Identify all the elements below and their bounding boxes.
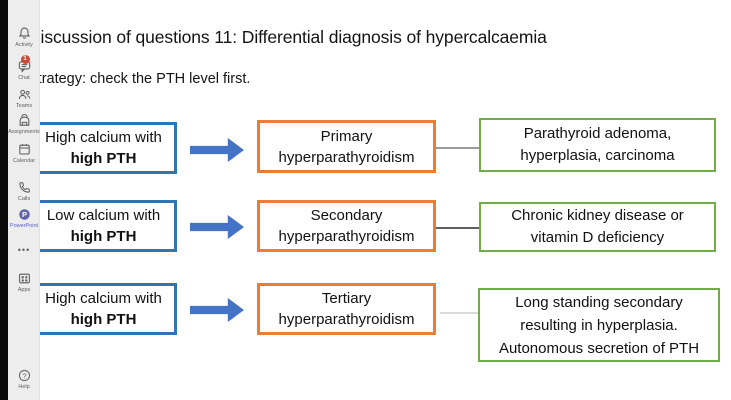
sidebar-item-teams[interactable]: Teams	[8, 87, 40, 109]
diagnosis-box: Secondary hyperparathyroidism	[257, 200, 436, 252]
slide-title: Discussion of questions 11: Differential…	[28, 27, 547, 47]
condition-line-1: Low calcium with	[46, 207, 161, 224]
sidebar-item-label: Teams	[15, 103, 33, 109]
condition-line-2: high PTH	[70, 311, 137, 328]
teams-icon	[18, 89, 30, 99]
svg-text:?: ?	[22, 371, 26, 380]
diagnosis-line-1: Tertiary	[321, 290, 372, 307]
cause-line-1: Long standing secondary	[515, 293, 683, 311]
sidebar-item-activity[interactable]: Activity	[8, 26, 40, 48]
diagnosis-box: Primary hyperparathyroidism	[257, 120, 436, 173]
teams-app-rail: Activity 1 Chat Teams	[8, 0, 40, 400]
bell-icon	[18, 27, 30, 39]
diagnosis-line-2: hyperparathyroidism	[278, 228, 415, 245]
sidebar-item-label: Assignments	[8, 129, 40, 135]
cause-line-1: Chronic kidney disease or	[511, 207, 684, 224]
unread-badge: 1	[20, 55, 30, 64]
condition-line-2: high PTH	[70, 150, 137, 167]
sidebar-item-help[interactable]: ? Help	[8, 368, 40, 390]
diagnosis-line-1: Secondary	[310, 207, 383, 224]
diagnosis-line-1: Primary	[320, 127, 373, 145]
apps-icon	[18, 273, 30, 284]
window-edge-bar	[0, 0, 8, 400]
sidebar-item-label: Chat	[18, 75, 30, 81]
diagnosis-line-2: hyperparathyroidism	[278, 311, 415, 328]
connector-line	[436, 227, 479, 229]
right-arrow-icon	[190, 138, 244, 162]
svg-text:P: P	[21, 210, 26, 219]
powerpoint-icon: P	[18, 209, 30, 220]
cause-line-2: resulting in hyperplasia.	[520, 316, 678, 334]
cause-line-3: Autonomous secretion of PTH	[498, 339, 700, 357]
sidebar-item-label: Apps	[17, 287, 31, 293]
connector-line	[440, 312, 478, 314]
sidebar-item-chat[interactable]: 1 Chat	[8, 55, 40, 81]
sidebar-item-label: Calls	[17, 196, 31, 202]
sidebar-item-assignments[interactable]: Assignments	[8, 113, 40, 135]
cause-box: Long standing secondary resulting in hyp…	[478, 288, 720, 362]
sidebar-item-powerpoint[interactable]: P PowerPoint	[8, 207, 40, 229]
condition-box: Low calcium with high PTH	[30, 200, 177, 252]
cause-box: Chronic kidney disease or vitamin D defi…	[479, 202, 716, 252]
condition-line-2: high PTH	[70, 228, 137, 245]
calendar-icon	[18, 144, 30, 155]
sidebar-item-label: Activity	[15, 42, 33, 48]
chat-icon	[18, 61, 30, 73]
sidebar-item-calendar[interactable]: Calendar	[8, 142, 40, 164]
condition-box: High calcium with high PTH	[30, 122, 177, 174]
condition-line-1: High calcium with	[45, 290, 162, 307]
condition-line-1: High calcium with	[45, 129, 162, 146]
slide-subtitle: Strategy: check the PTH level first.	[28, 71, 251, 87]
assignments-icon	[19, 114, 29, 126]
cause-line-2: vitamin D deficiency	[530, 229, 665, 246]
sidebar-item-more[interactable]: •••	[8, 245, 40, 255]
sidebar-item-label: Help	[18, 384, 30, 390]
sidebar-item-label: PowerPoint	[9, 223, 39, 229]
cause-line-2: hyperplasia, carcinoma	[520, 147, 675, 164]
more-ellipsis-icon: •••	[17, 245, 31, 255]
connector-line	[436, 147, 479, 149]
sidebar-item-label: Calendar	[12, 158, 36, 164]
right-arrow-icon	[190, 298, 244, 322]
diagnosis-line-2: hyperparathyroidism	[278, 148, 415, 166]
calls-icon	[18, 182, 30, 193]
cause-line-1: Parathyroid adenoma,	[523, 125, 672, 142]
condition-box: High calcium with high PTH	[30, 283, 177, 335]
right-arrow-icon	[190, 215, 244, 239]
help-icon: ?	[18, 369, 30, 382]
sidebar-item-apps[interactable]: Apps	[8, 271, 40, 293]
cause-box: Parathyroid adenoma, hyperplasia, carcin…	[479, 118, 716, 172]
diagnosis-box: Tertiary hyperparathyroidism	[257, 283, 436, 335]
sidebar-item-calls[interactable]: Calls	[8, 180, 40, 202]
